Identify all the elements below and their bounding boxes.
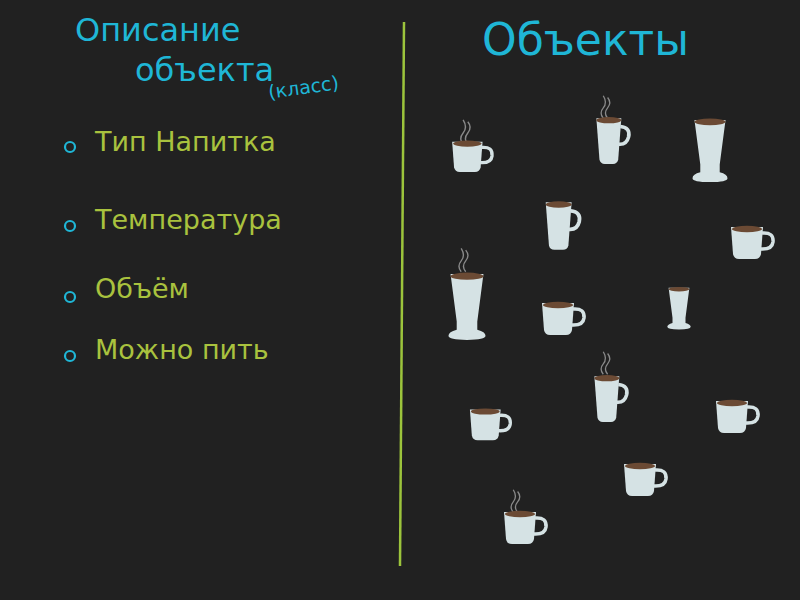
coffee-cups [448,96,773,544]
bullet-points [65,142,75,361]
property-item: Можно пить [95,334,269,366]
divider-line [400,22,404,566]
property-item: Тип Напитка [95,126,276,158]
property-item: Температура [95,204,282,236]
objects-heading: Объекты [482,14,689,67]
property-item: Объём [95,273,189,305]
class-note: (класс) [267,71,340,103]
